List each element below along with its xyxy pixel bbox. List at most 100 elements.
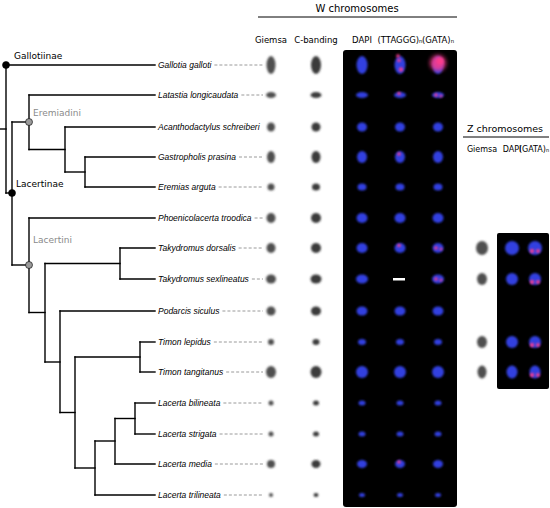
dapi-chromosome (529, 273, 541, 285)
tree-branch (119, 248, 120, 279)
giemsa-chromosome (266, 275, 276, 284)
c-banding-chromosome (311, 213, 321, 223)
dapi-chromosome (356, 366, 368, 378)
leader-line (226, 372, 263, 373)
tree-branch (95, 494, 155, 495)
dapi-chromosome (395, 243, 406, 253)
c-banding-chromosome (313, 339, 320, 345)
column-header: (GATA)ₙ (422, 36, 454, 45)
fish-signal (399, 67, 403, 71)
tree-branch (120, 278, 155, 279)
tree-branch (65, 126, 155, 127)
fish-signal (536, 343, 540, 347)
column-header: (GATA)ₙ (519, 146, 549, 154)
leader-line (219, 187, 263, 188)
tree-branch (29, 217, 155, 218)
column-header: Giemsa (255, 36, 287, 45)
leader-line (239, 157, 263, 158)
dapi-chromosome (358, 339, 366, 345)
fish-signal (397, 152, 401, 156)
dapi-chromosome (395, 460, 405, 468)
c-banding-chromosome (311, 92, 322, 98)
fish-signal (434, 246, 438, 250)
tribe-label: Eremiadini (33, 109, 81, 118)
tree-branch (59, 311, 60, 413)
z-panel (497, 233, 549, 389)
fish-signal (397, 59, 401, 63)
tree-branch (5, 65, 6, 193)
tree-branch (60, 412, 75, 413)
leader-line (214, 65, 263, 66)
tree-branch (45, 361, 60, 362)
giemsa-chromosome (268, 339, 274, 345)
c-banding-chromosome (312, 151, 321, 163)
giemsa-chromosome (477, 273, 487, 285)
panel-title: W chromosomes (315, 4, 398, 14)
species-name: Gallotia galloti (158, 61, 211, 70)
fish-signal (430, 55, 446, 71)
species-name: Lacerta trilineata (158, 491, 221, 500)
dapi-chromosome (395, 56, 406, 74)
leader-line (239, 248, 263, 249)
giemsa-chromosome (269, 493, 273, 497)
giemsa-chromosome (269, 432, 274, 437)
clade-node (26, 262, 33, 269)
species-name: Takydromus dorsalis (158, 244, 236, 253)
species-name: Eremias arguta (158, 183, 216, 192)
species-name: Timon lepidus (158, 338, 211, 347)
dapi-chromosome (357, 123, 367, 132)
fish-signal (396, 54, 400, 58)
clade-node (26, 119, 33, 126)
giemsa-chromosome (267, 460, 275, 468)
dapi-chromosome (357, 243, 368, 253)
dapi-chromosome (358, 184, 367, 191)
dapi-chromosome (356, 92, 368, 98)
fish-signal (536, 280, 540, 284)
tree-branch (85, 156, 155, 157)
species-name: Timon tangitanus (158, 368, 223, 377)
fish-signal (439, 94, 442, 97)
giemsa-chromosome (476, 241, 488, 255)
dapi-chromosome (506, 273, 518, 285)
giemsa-chromosome (267, 56, 276, 74)
dapi-chromosome (433, 460, 443, 468)
tree-branch (6, 64, 155, 65)
dapi-chromosome (432, 366, 444, 378)
chromosome-images (266, 54, 542, 497)
clade-label: Gallotiinae (14, 52, 62, 61)
dapi-chromosome (507, 366, 518, 379)
tree-branch (74, 357, 75, 468)
fish-signal (397, 460, 401, 464)
fish-signal (530, 280, 534, 284)
leader-line (252, 279, 263, 280)
tree-branch (140, 341, 155, 342)
tree-branch (75, 356, 140, 357)
tree-branch (75, 467, 95, 468)
dapi-chromosome (357, 460, 367, 468)
leader-line (214, 342, 263, 343)
giemsa-chromosome (267, 123, 275, 132)
giemsa-chromosome (478, 366, 487, 379)
tree-branch (120, 247, 155, 248)
fish-signal (397, 92, 401, 96)
tree-branch (29, 94, 155, 95)
c-banding-chromosome (313, 401, 319, 406)
giemsa-chromosome (267, 213, 276, 223)
dapi-chromosome (435, 493, 441, 497)
dapi-chromosome (432, 92, 444, 98)
tree-branch (140, 371, 155, 372)
fish-signal (530, 373, 534, 377)
giemsa-chromosome (267, 243, 276, 253)
dapi-chromosome (435, 432, 442, 437)
dapi-chromosome (394, 92, 406, 98)
dapi-chromosome (357, 151, 367, 163)
species-name: Lacerta strigata (158, 430, 217, 439)
dapi-chromosome (434, 339, 442, 345)
tree-branch (45, 263, 120, 264)
dapi-chromosome (359, 401, 366, 406)
header-rule (463, 137, 549, 138)
dapi-chromosome (395, 123, 405, 132)
tree-branch (85, 186, 155, 187)
fish-signal (536, 373, 540, 377)
dapi-chromosome (356, 275, 368, 284)
